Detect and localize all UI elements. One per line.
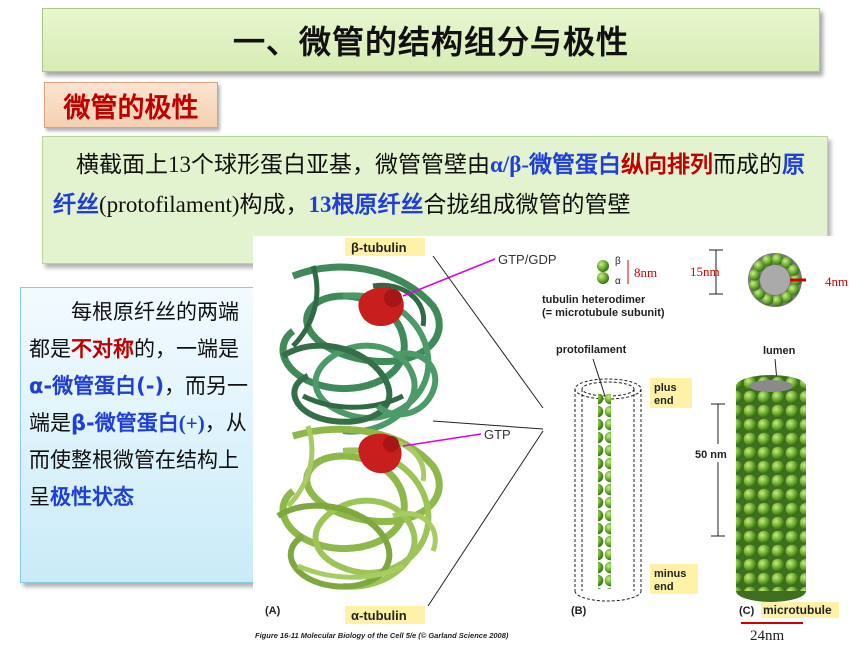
side-highlight-red: 不对称 — [71, 337, 134, 361]
heterodimer-bead-alpha — [597, 272, 609, 284]
protofilament-label: protofilament — [556, 344, 627, 356]
page-title: 一、微管的结构组分与极性 — [232, 23, 629, 61]
panel-a-label: (A) — [265, 605, 281, 617]
side-highlight: α-微管蛋白(-) — [29, 374, 165, 398]
gtp-gdp-label: GTP/GDP — [498, 252, 557, 267]
minus-end-bg — [650, 564, 698, 594]
side-text: 每根原纤丝的两端都是 — [29, 300, 239, 361]
heterodimer-sublabel: (= microtubule subunit) — [542, 307, 665, 319]
ring-subunit — [762, 294, 774, 306]
ring-subunit — [781, 257, 793, 269]
tubulin-figure: β-tubulin α-tubulin GTP/GDP GTP β α 8nm … — [253, 236, 860, 645]
panel-b-label: (B) — [571, 605, 587, 617]
intro-highlight: 原纤丝 — [53, 152, 806, 218]
side-text: ，从而使整根微管在结构上呈 — [29, 411, 247, 509]
ring-subunit — [781, 291, 793, 303]
gtp-label: GTP — [484, 427, 511, 442]
figure-caption: Figure 16-11 Molecular Biology of the Ce… — [255, 631, 509, 640]
plus-end-label: plus — [654, 382, 677, 394]
side-highlight: β-微管蛋白 — [71, 411, 179, 435]
ring-subunit — [753, 260, 765, 272]
intro-text: 合拢组成微管的管壁 — [423, 192, 631, 218]
heterodimer-label: tubulin heterodimer — [542, 294, 646, 306]
heterodimer-bead-beta — [597, 260, 609, 272]
intro-paragraph: 横截面上13个球形蛋白亚基，微管管壁由α/β-微管蛋白纵向排列而成的原纤丝(pr… — [53, 145, 817, 225]
ribbon-structure — [276, 263, 443, 590]
intro-textbox: 横截面上13个球形蛋白亚基，微管管壁由α/β-微管蛋白纵向排列而成的原纤丝(pr… — [42, 136, 828, 264]
cross-section — [709, 249, 806, 307]
intro-text: 构成， — [239, 192, 309, 218]
protofilament-column — [598, 394, 611, 589]
ring-subunit — [753, 288, 765, 300]
plus-end-label-2: end — [654, 395, 674, 407]
dim-8nm: 8nm — [634, 265, 657, 280]
connector-line — [427, 430, 544, 607]
side-text: ，而另一端是 — [29, 374, 249, 435]
connector-line — [432, 420, 544, 430]
side-note-box: 每根原纤丝的两端都是不对称的，一端是 α-微管蛋白(-)，而另一端是β-微管蛋白(… — [20, 287, 258, 583]
side-paragraph: 每根原纤丝的两端都是不对称的，一端是 α-微管蛋白(-)，而另一端是β-微管蛋白(… — [29, 294, 249, 516]
intro-highlight: 微管蛋白 — [529, 152, 622, 178]
beta-tubulin-label: β-tubulin — [351, 240, 407, 255]
ring-subunit — [788, 264, 800, 276]
gtp-pointer — [402, 433, 482, 447]
panel-c-label: (C) — [739, 605, 755, 617]
protofilament-pointer — [592, 358, 606, 397]
side-highlight: (+) — [178, 411, 205, 435]
microtubule-label-bg — [761, 602, 839, 618]
intro-text: 而成的 — [713, 152, 783, 178]
intro-highlight: 13 — [308, 192, 332, 217]
intro-highlight: α/β- — [490, 152, 530, 177]
microtubule — [736, 375, 806, 602]
lumen-label: lumen — [763, 345, 796, 357]
alpha-symbol: α — [615, 276, 621, 287]
intro-highlight-red: 纵向排列 — [621, 152, 714, 178]
ring-subunit — [762, 254, 774, 266]
alpha-tubulin-label: α-tubulin — [351, 608, 407, 623]
alpha-tubulin-label-bg — [345, 606, 425, 624]
subtitle: 微管的极性 — [63, 92, 199, 124]
intro-highlight: 根原纤丝 — [331, 192, 424, 218]
beta-symbol: β — [615, 256, 621, 267]
ring-subunit — [771, 295, 784, 307]
minus-end-label: minus — [654, 568, 686, 580]
dim-24nm: 24nm — [750, 628, 785, 644]
intro-number: 13 — [168, 152, 191, 177]
dim-50nm: 50 nm — [695, 449, 727, 461]
ring-subunit — [771, 253, 784, 265]
dim-4nm: 4nm — [825, 274, 848, 289]
side-text: 的，一端是 — [134, 337, 239, 361]
intro-text: 个球形蛋白亚基，微管管壁由 — [191, 152, 490, 178]
connector-line — [432, 255, 544, 409]
side-highlight: 极性状态 — [50, 485, 134, 509]
minus-end-label-2: end — [654, 581, 674, 593]
ring-subunit — [749, 269, 761, 281]
ring-subunit — [749, 279, 761, 291]
ring-subunit — [788, 284, 800, 296]
microtubule-label: microtubule — [763, 603, 832, 617]
subtitle-box: 微管的极性 — [44, 82, 218, 128]
intro-text: 横截面上 — [76, 152, 168, 178]
dashed-cylinder — [574, 378, 642, 602]
title-bar: 一、微管的结构组分与极性 — [42, 8, 820, 72]
beta-tubulin-label-bg — [345, 238, 425, 256]
intro-term: (protofilament) — [99, 192, 240, 217]
figure-svg: β-tubulin α-tubulin GTP/GDP GTP β α 8nm … — [255, 238, 848, 644]
dim-15nm: 15nm — [690, 264, 720, 279]
plus-end-bg — [650, 378, 692, 408]
